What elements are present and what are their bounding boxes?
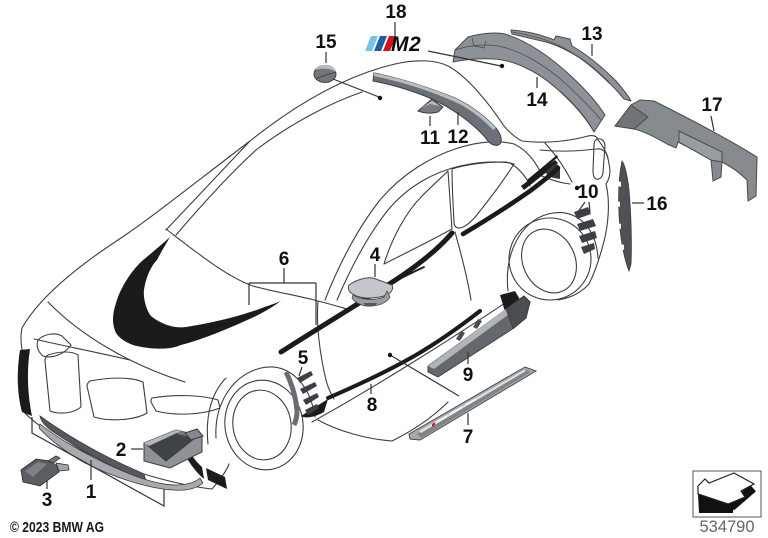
svg-text:5: 5 (298, 348, 309, 369)
svg-text:2: 2 (116, 440, 127, 461)
svg-text:3: 3 (42, 490, 53, 511)
svg-text:17: 17 (701, 95, 722, 116)
svg-text:M2: M2 (391, 33, 421, 56)
svg-text:534790: 534790 (699, 518, 754, 536)
svg-text:4: 4 (370, 245, 381, 266)
svg-text:11: 11 (420, 128, 441, 149)
svg-text:9: 9 (463, 365, 474, 386)
svg-text:6: 6 (279, 249, 290, 270)
svg-text:14: 14 (526, 90, 548, 111)
svg-text:16: 16 (646, 194, 667, 215)
svg-text:7: 7 (463, 427, 474, 448)
svg-text:© 2023 BMW AG: © 2023 BMW AG (10, 519, 104, 536)
svg-text:10: 10 (577, 182, 598, 203)
svg-text:15: 15 (315, 32, 337, 53)
svg-text:12: 12 (447, 127, 468, 148)
svg-text:13: 13 (581, 24, 602, 45)
svg-text:18: 18 (385, 2, 406, 23)
svg-text:1: 1 (86, 482, 97, 503)
svg-text:8: 8 (367, 395, 378, 416)
